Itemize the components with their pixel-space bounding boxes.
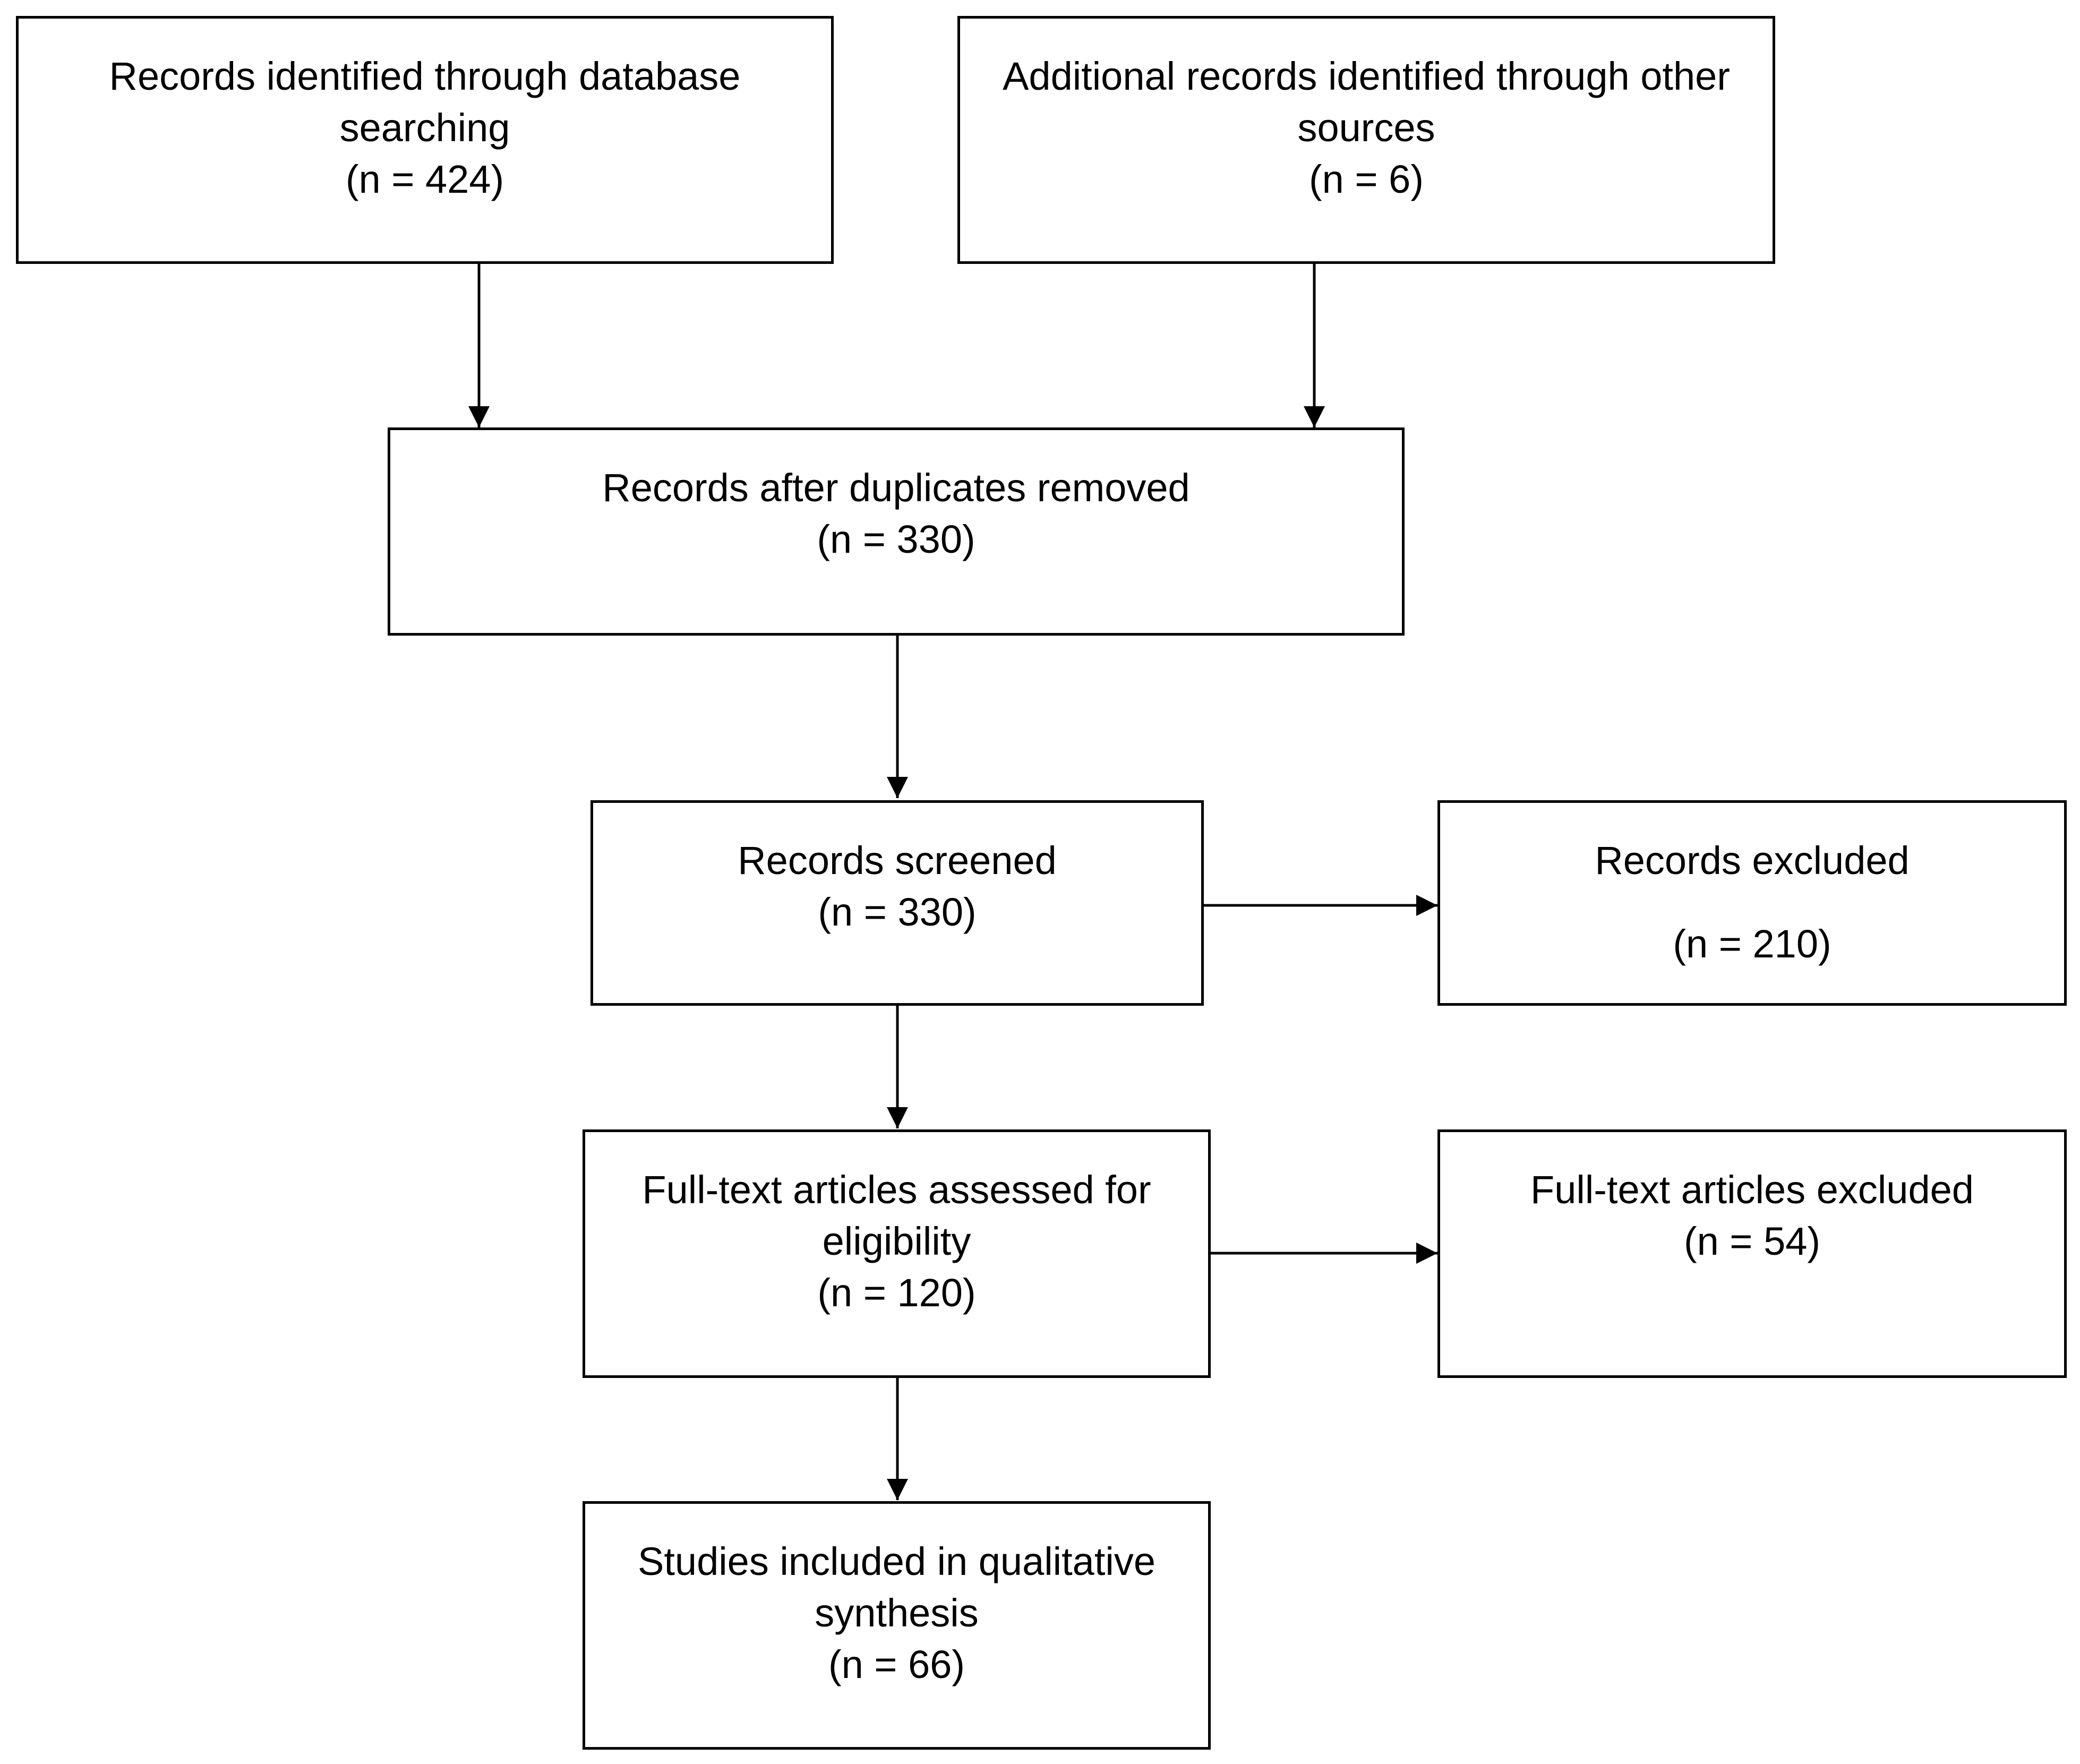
box-line: searching — [339, 106, 510, 150]
box-line: (n = 330) — [817, 517, 975, 561]
box-line: (n = 330) — [818, 890, 977, 934]
box-database-search: Records identified through database sear… — [16, 16, 834, 264]
box-line: Records excluded — [1595, 838, 1910, 883]
box-line: Full-text articles excluded — [1530, 1168, 1974, 1212]
box-line: Full-text articles assessed for — [642, 1168, 1151, 1212]
box-line: (n = 6) — [1309, 157, 1424, 201]
box-line: Additional records identified through ot… — [1003, 54, 1730, 98]
box-line: (n = 210) — [1673, 922, 1831, 966]
box-fulltext-assessed: Full-text articles assessed for eligibil… — [583, 1129, 1211, 1378]
box-studies-included: Studies included in qualitative synthesi… — [583, 1501, 1211, 1750]
box-line: (n = 66) — [828, 1642, 965, 1686]
box-line: eligibility — [822, 1219, 971, 1263]
box-other-sources: Additional records identified through ot… — [957, 16, 1775, 264]
box-line: Records after duplicates removed — [602, 466, 1190, 510]
box-records-excluded: Records excluded (n = 210) — [1437, 800, 2067, 1006]
box-line: synthesis — [815, 1591, 979, 1635]
box-line: (n = 54) — [1683, 1219, 1821, 1263]
box-fulltext-excluded: Full-text articles excluded (n = 54) — [1437, 1129, 2067, 1378]
box-line: sources — [1297, 106, 1435, 150]
box-line: (n = 120) — [817, 1271, 976, 1315]
box-records-screened: Records screened (n = 330) — [590, 800, 1204, 1006]
box-line: Studies included in qualitative — [638, 1539, 1155, 1583]
box-line: Records identified through database — [109, 54, 741, 98]
box-line: Records screened — [738, 838, 1057, 883]
box-duplicates-removed: Records after duplicates removed (n = 33… — [388, 427, 1405, 636]
box-line: (n = 424) — [345, 157, 504, 201]
